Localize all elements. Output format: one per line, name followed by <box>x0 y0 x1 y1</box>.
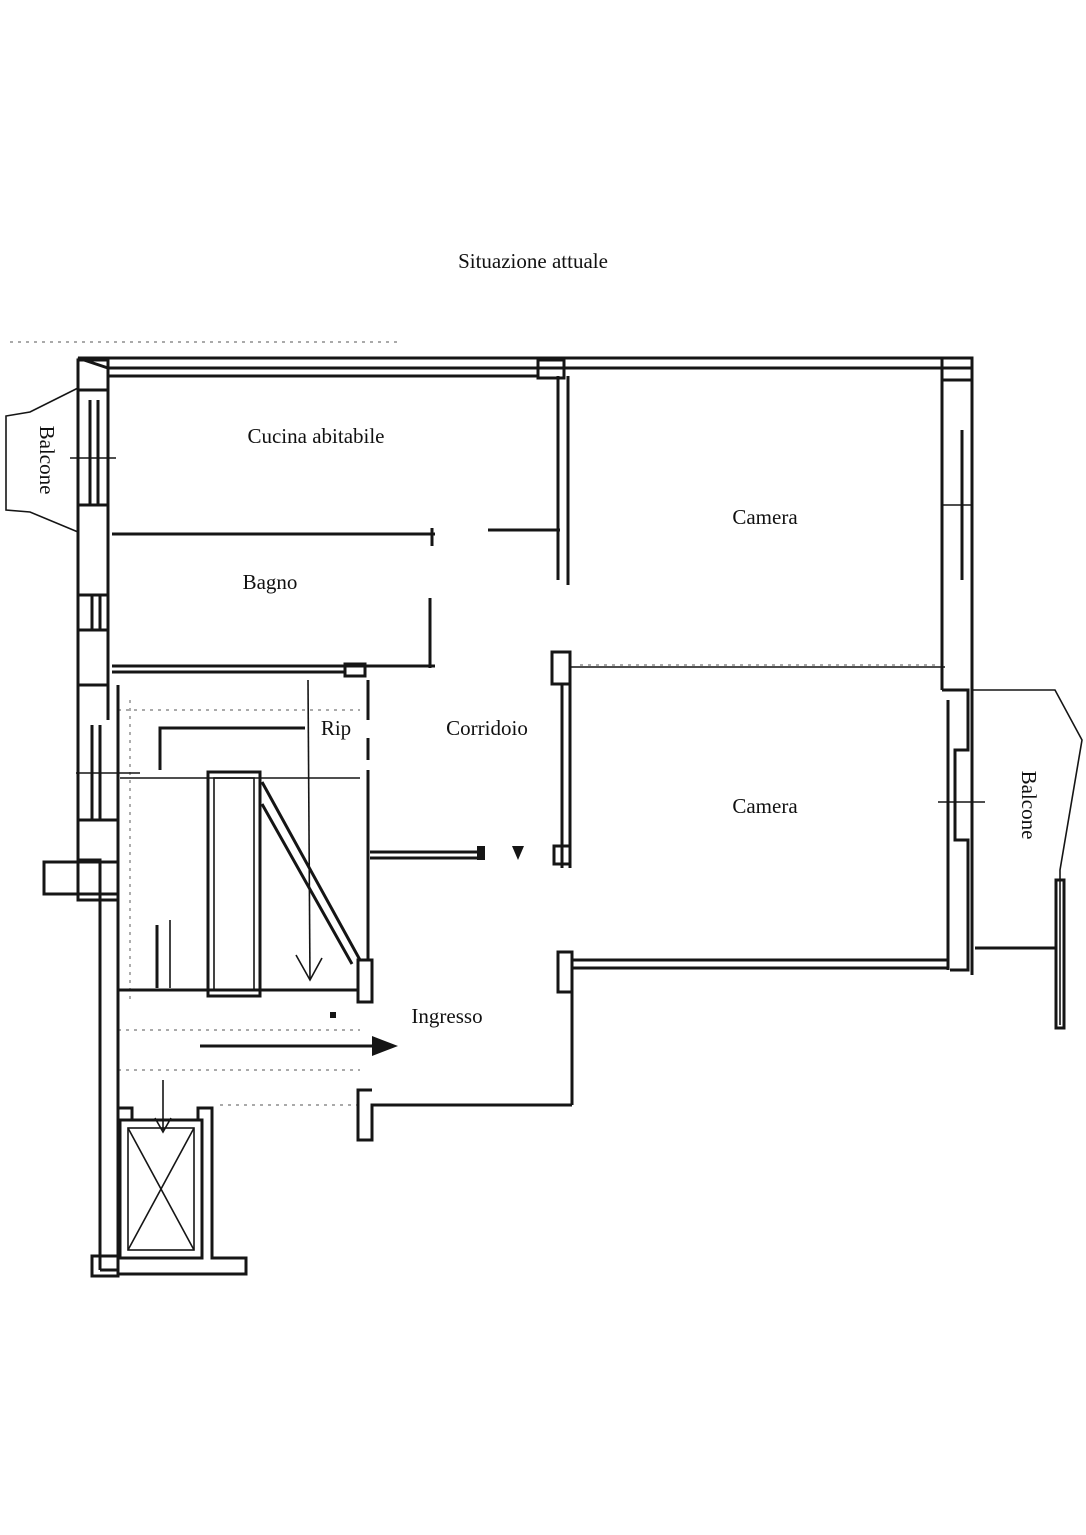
scan-artifacts <box>10 341 940 1106</box>
balcony-right: Balcone <box>972 689 1083 1030</box>
arrow-right-icon <box>200 1012 398 1056</box>
room-label-entrance: Ingresso <box>411 1004 482 1028</box>
room-label-kitchen: Cucina abitabile <box>247 424 384 448</box>
room-label-bathroom: Bagno <box>243 570 298 594</box>
balcony-left-label: Balcone <box>35 426 59 495</box>
lift-shaft-icon <box>90 1080 248 1278</box>
room-label-storage: Rip <box>321 716 351 740</box>
staircase-icon <box>120 679 362 998</box>
interior-walls <box>112 376 948 1142</box>
room-label-bedroom-bottom: Camera <box>732 794 798 818</box>
balcony-left: Balcone <box>5 387 79 533</box>
plan-title: Situazione attuale <box>458 249 608 273</box>
room-label-bedroom-top: Camera <box>732 505 798 529</box>
outer-walls <box>42 356 985 1270</box>
balcony-right-label: Balcone <box>1017 771 1041 840</box>
room-label-corridor: Corridoio <box>446 716 528 740</box>
